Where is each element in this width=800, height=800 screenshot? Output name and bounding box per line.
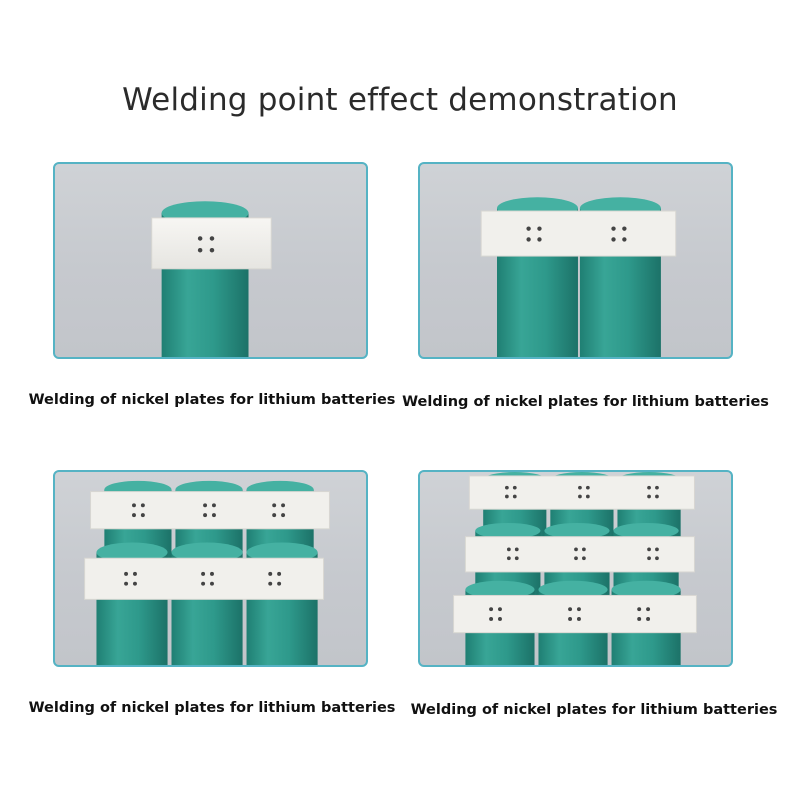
nickel-strip: [464, 536, 695, 573]
battery-photo: [84, 480, 330, 665]
battery-photo: [151, 201, 272, 357]
photo-panel-six-cells: [53, 470, 368, 667]
nickel-strip: [453, 594, 697, 634]
battery-photo: [453, 472, 697, 665]
battery-photo: [480, 197, 677, 357]
caption-two-cells: Welding of nickel plates for lithium bat…: [402, 394, 769, 410]
photo-panel-single-cell: [53, 162, 368, 359]
photo-panel-nine-cells: [418, 470, 733, 667]
page-title: Welding point effect demonstration: [122, 82, 678, 118]
caption-six-cells: Welding of nickel plates for lithium bat…: [28, 700, 396, 716]
nickel-strip: [84, 557, 325, 600]
nickel-strip: [90, 491, 330, 530]
nickel-strip: [468, 475, 695, 510]
caption-nine-cells: Welding of nickel plates for lithium bat…: [410, 702, 778, 718]
nickel-strip: [480, 210, 677, 257]
nickel-strip: [151, 217, 272, 270]
photo-panel-two-cells: [418, 162, 733, 359]
caption-single-cell: Welding of nickel plates for lithium bat…: [28, 392, 396, 408]
